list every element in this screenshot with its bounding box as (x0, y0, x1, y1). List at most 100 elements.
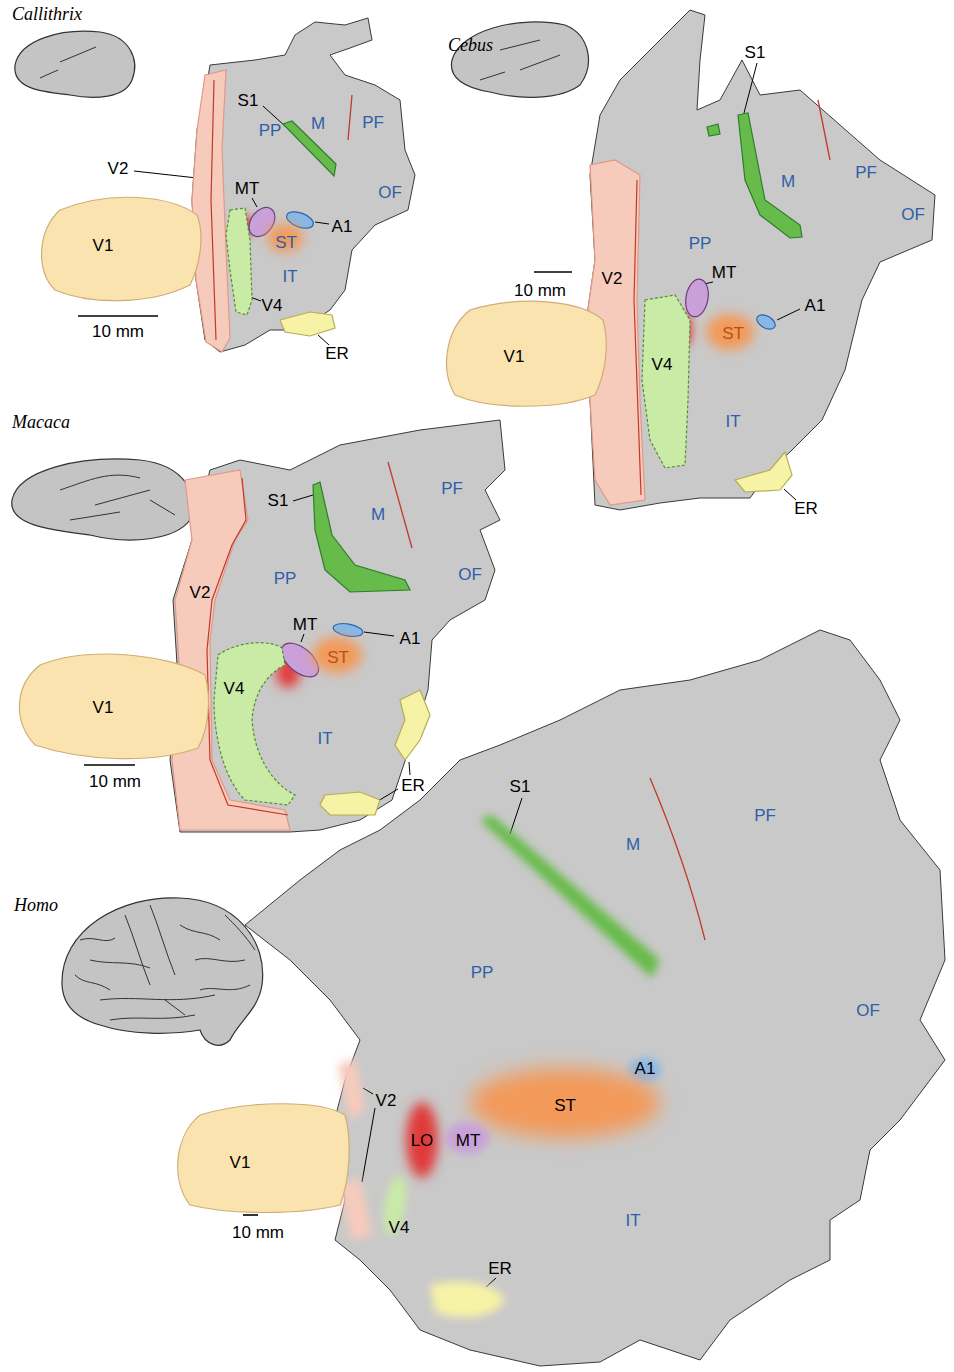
region-label: PF (754, 807, 776, 824)
region-label: IT (725, 413, 740, 430)
scale-label: 10 mm (89, 773, 141, 790)
area-label: V1 (504, 348, 525, 365)
auditory-area: A1 (286, 213, 314, 227)
area-label: V2 (108, 160, 129, 177)
area-label: ST (275, 234, 297, 251)
sulcus-line (348, 95, 830, 940)
region-label: PF (441, 480, 463, 497)
area-label: S1 (745, 44, 766, 61)
species-name: Callithrix (12, 5, 82, 23)
region-label: PF (855, 164, 877, 181)
area-label: V4 (262, 297, 283, 314)
area-label: ER (488, 1260, 512, 1277)
area-label: ST (327, 649, 349, 666)
area-label: ER (401, 777, 425, 794)
area-label: MT (712, 264, 737, 281)
area-label: A1 (332, 218, 353, 235)
somatosensory-area: S1 (283, 121, 336, 176)
region-label: PP (259, 122, 282, 139)
region-label: M (311, 115, 325, 132)
visual-area: V2 (338, 1058, 372, 1240)
auditory-area: A1 (333, 624, 363, 636)
area-label: ST (722, 325, 744, 342)
somatosensory-area: S1 (313, 482, 410, 592)
area-label: MT (293, 616, 318, 633)
temporal-area: ST (312, 637, 362, 673)
scale-label: 10 mm (92, 323, 144, 340)
visual-area: V2 (172, 470, 290, 830)
leader-line (134, 63, 800, 1287)
area-label: ER (794, 500, 818, 517)
entorhinal-area: ER (280, 312, 335, 336)
temporal-area: ST (706, 314, 754, 350)
area-label: V4 (389, 1219, 410, 1236)
area-label: V2 (190, 584, 211, 601)
visual-area: V2 (192, 70, 230, 352)
red-zone (239, 215, 692, 688)
cortex-sheet (170, 10, 945, 1366)
visual-area: MT (686, 279, 708, 317)
entorhinal-area: ER (320, 690, 430, 815)
entorhinal-area: ER (735, 452, 792, 492)
species-name: Macaca (12, 413, 70, 431)
visual-area: V4 (214, 642, 295, 805)
visual-area: V1 (446, 301, 606, 406)
region-label: OF (378, 184, 402, 201)
area-label: V1 (93, 237, 114, 254)
area-label: A1 (805, 297, 826, 314)
visual-area: V2 (585, 160, 645, 505)
visual-area: V4 (642, 295, 690, 468)
auditory-area: A1 (629, 1058, 661, 1082)
area-label: S1 (238, 92, 259, 109)
visual-area: LO (406, 1102, 438, 1178)
scale-label: 10 mm (232, 1224, 284, 1241)
area-label: MT (235, 180, 260, 197)
region-label: M (371, 506, 385, 523)
visual-area: V4 (226, 208, 252, 315)
visual-area: V4 (385, 1175, 405, 1235)
region-label: PF (362, 114, 384, 131)
region-label: M (781, 173, 795, 190)
region-label: OF (856, 1002, 880, 1019)
visual-area: MT (278, 648, 322, 672)
area-label: V1 (230, 1154, 251, 1171)
region-label: PP (689, 235, 712, 252)
temporal-area: ST (470, 1068, 660, 1138)
region-label: IT (625, 1212, 640, 1229)
scale-label: 10 mm (514, 282, 566, 299)
region-label: PP (274, 570, 297, 587)
auditory-area: A1 (756, 316, 776, 328)
area-label: MT (456, 1132, 481, 1149)
scale-bar (78, 272, 572, 1215)
area-label: V1 (93, 699, 114, 716)
area-label: LO (411, 1132, 434, 1149)
visual-area: V1 (19, 654, 209, 759)
visual-area: V1 (177, 1103, 349, 1212)
region-label: IT (282, 268, 297, 285)
area-label: V4 (224, 680, 245, 697)
visual-area: MT (251, 206, 273, 238)
species-name: Cebus (448, 36, 493, 54)
visual-area: V1 (41, 197, 201, 301)
